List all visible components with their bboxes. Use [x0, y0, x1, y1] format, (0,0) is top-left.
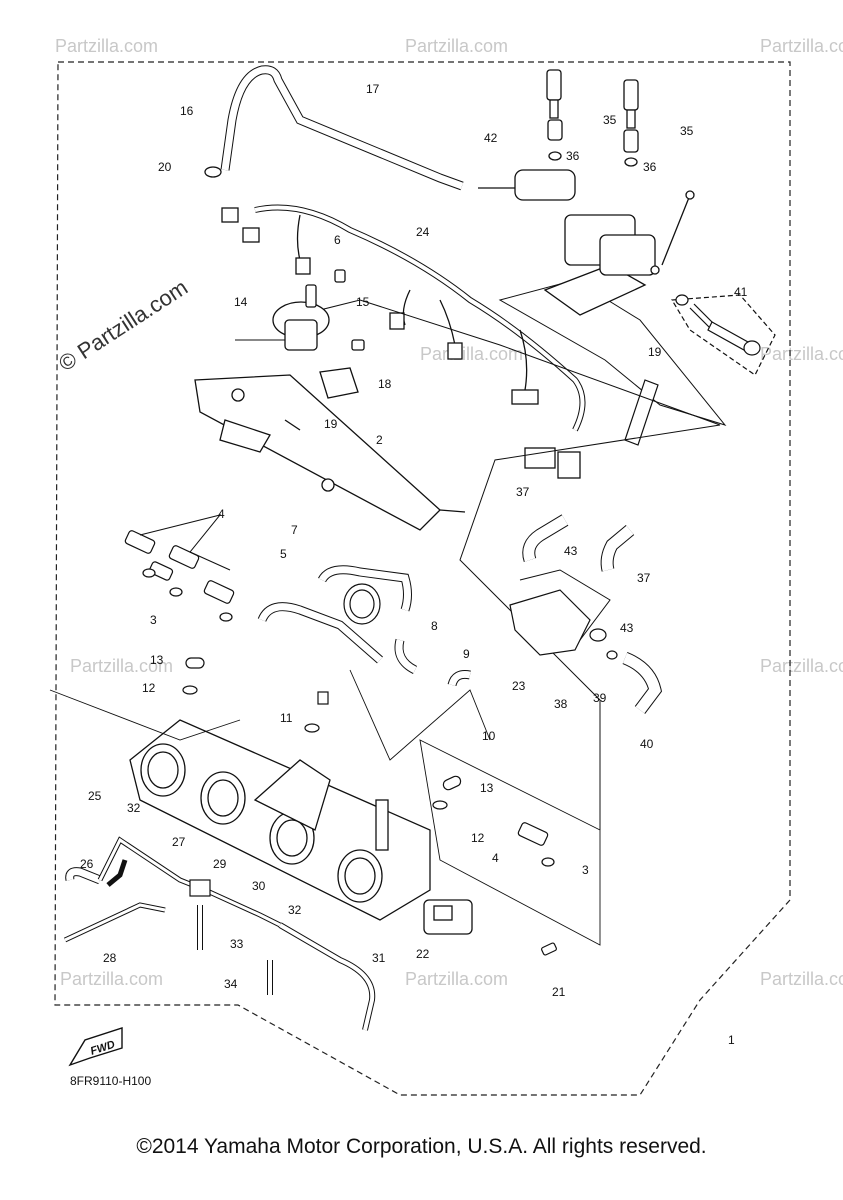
callout-32: 32 — [127, 801, 141, 815]
callout-39: 39 — [593, 691, 607, 705]
callout-19: 19 — [324, 417, 338, 431]
callout-5: 5 — [280, 547, 287, 561]
callout-35: 35 — [603, 113, 617, 127]
bypass-pipes — [519, 514, 663, 714]
callout-10: 10 — [482, 729, 496, 743]
callout-36b: 36 — [643, 160, 657, 174]
callout-25: 25 — [88, 789, 102, 803]
callout-31: 31 — [372, 951, 386, 965]
watermark: Partzilla.com — [405, 36, 508, 56]
leader-lines — [49, 669, 601, 946]
callout-20: 20 — [158, 160, 172, 174]
joint-38 — [509, 589, 618, 660]
callout-3b: 3 — [582, 863, 589, 877]
callout-1: 1 — [728, 1033, 735, 1047]
callout-6: 6 — [334, 233, 341, 247]
watermark: Partzilla.com — [420, 344, 523, 364]
wire-harness — [221, 204, 586, 479]
callout-34: 34 — [224, 977, 238, 991]
callout-9: 9 — [463, 647, 470, 661]
watermark: Partzilla.com — [760, 656, 843, 676]
copyright-notice: ©2014 Yamaha Motor Corporation, U.S.A. A… — [136, 1135, 707, 1158]
diagram-code: 8FR9110-H100 — [70, 1074, 151, 1088]
callout-8: 8 — [431, 619, 438, 633]
callout-18: 18 — [378, 377, 392, 391]
sensor-and-fuel-rail — [194, 269, 721, 830]
callout-23: 23 — [512, 679, 526, 693]
watermark: Partzilla.com — [760, 969, 843, 989]
callout-11: 11 — [280, 711, 293, 725]
callout-13: 13 — [150, 653, 164, 667]
callout-28: 28 — [103, 951, 117, 965]
callout-19b: 19 — [648, 345, 662, 359]
watermark: Partzilla.com — [55, 36, 158, 56]
small-fittings — [182, 657, 557, 956]
throttle-body-assembly — [129, 719, 473, 935]
callout-16: 16 — [180, 104, 194, 118]
drain-hoses — [63, 836, 376, 1031]
callout-13b: 13 — [480, 781, 494, 795]
callout-2: 2 — [376, 433, 383, 447]
adjust-screw-assy — [670, 294, 776, 376]
callout-29: 29 — [213, 857, 227, 871]
breather-hoses — [204, 65, 464, 191]
callout-35b: 35 — [680, 124, 694, 138]
watermark: Partzilla.com — [760, 36, 843, 56]
callout-26: 26 — [80, 857, 94, 871]
callout-40: 40 — [640, 737, 654, 751]
watermark: Partzilla.com — [405, 969, 508, 989]
callout-38: 38 — [554, 697, 568, 711]
watermark: Partzilla.com — [760, 344, 843, 364]
callout-12b: 12 — [471, 831, 485, 845]
callout-43b: 43 — [620, 621, 634, 635]
callout-7: 7 — [291, 523, 298, 537]
callout-14: 14 — [234, 295, 248, 309]
assembly-frame — [54, 61, 791, 1096]
callout-3: 3 — [150, 613, 157, 627]
callout-labels: 1 2 3 3 4 4 5 6 7 8 9 10 11 12 12 13 13 … — [80, 82, 748, 1047]
fwd-arrow: FWD — [68, 1027, 123, 1067]
vacuum-hoses — [257, 565, 471, 687]
callout-30: 30 — [252, 879, 266, 893]
callout-4b: 4 — [492, 851, 499, 865]
callout-24: 24 — [416, 225, 430, 239]
callout-43: 43 — [564, 544, 578, 558]
brand-watermark: © Partzilla.com — [54, 274, 192, 376]
callout-33: 33 — [230, 937, 244, 951]
callout-21: 21 — [552, 985, 566, 999]
callout-37b: 37 — [637, 571, 651, 585]
callout-15: 15 — [356, 295, 370, 309]
fuel-injectors — [124, 514, 235, 622]
callout-37: 37 — [516, 485, 530, 499]
callout-4: 4 — [218, 507, 225, 521]
idle-speed-control-unit — [478, 69, 727, 426]
callout-22: 22 — [416, 947, 430, 961]
watermark: Partzilla.com — [70, 656, 173, 676]
watermark: Partzilla.com — [60, 969, 163, 989]
callout-27: 27 — [172, 835, 186, 849]
vent-pipe — [624, 379, 659, 446]
callout-36: 36 — [566, 149, 580, 163]
callout-12: 12 — [142, 681, 156, 695]
parts-diagram: Partzilla.com Partzilla.com Partzilla.co… — [49, 36, 843, 1096]
watermark-tiles: Partzilla.com Partzilla.com Partzilla.co… — [55, 36, 843, 989]
callout-32b: 32 — [288, 903, 302, 917]
callout-41: 41 — [734, 285, 748, 299]
callout-42: 42 — [484, 131, 498, 145]
callout-17: 17 — [366, 82, 380, 96]
